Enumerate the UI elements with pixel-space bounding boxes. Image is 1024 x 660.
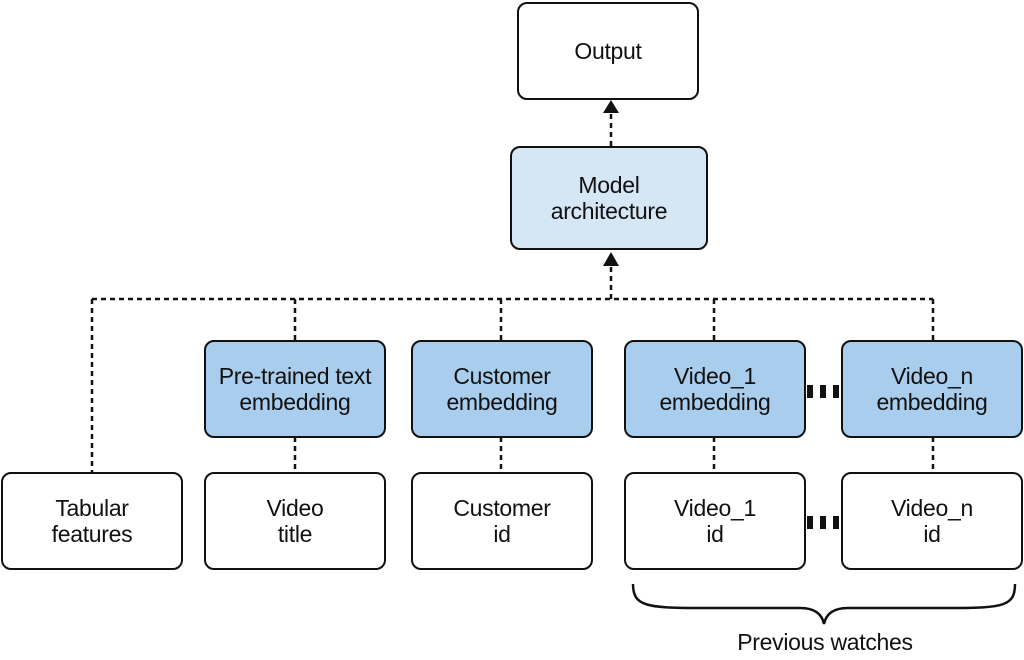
video1-id-line1: Video_1 [674, 495, 756, 521]
video1-id-node: Video_1 id [624, 472, 806, 570]
video1-id-line2: id [706, 521, 724, 547]
video1-embedding-line1: Video_1 [674, 363, 756, 389]
arrowhead-model [603, 252, 619, 266]
model-label-line2: architecture [550, 198, 668, 224]
videon-id-line1: Video_n [891, 495, 973, 521]
tabular-features-node: Tabular features [1, 472, 183, 570]
model-label-line1: Model [578, 172, 640, 198]
tabular-line2: features [51, 521, 133, 547]
text-embedding-line2: embedding [239, 389, 351, 415]
customer-embedding-line1: Customer [453, 363, 551, 389]
brace-previous-watches [631, 583, 1017, 625]
videon-embedding-line1: Video_n [891, 363, 973, 389]
customer-embedding-line2: embedding [446, 389, 558, 415]
video1-embedding-line2: embedding [659, 389, 771, 415]
ellipsis-ids [807, 516, 839, 529]
tabular-line1: Tabular [55, 495, 129, 521]
video-title-line2: title [277, 521, 313, 547]
video-title-node: Video title [204, 472, 386, 570]
video-title-line1: Video [266, 495, 324, 521]
output-node: Output [517, 2, 699, 100]
customer-embedding-node: Customer embedding [411, 340, 593, 438]
videon-embedding-node: Video_n embedding [841, 340, 1023, 438]
videon-id-node: Video_n id [841, 472, 1023, 570]
model-architecture-node: Model architecture [510, 146, 708, 250]
ellipsis-embeddings [807, 385, 839, 398]
videon-embedding-line2: embedding [876, 389, 988, 415]
arrowhead-output [603, 100, 619, 113]
text-embedding-node: Pre-trained text embedding [204, 340, 386, 438]
customer-id-line1: Customer [453, 495, 551, 521]
previous-watches-caption: Previous watches [737, 629, 913, 655]
output-label: Output [574, 38, 642, 64]
videon-id-line2: id [923, 521, 941, 547]
customer-id-line2: id [493, 521, 511, 547]
video1-embedding-node: Video_1 embedding [624, 340, 806, 438]
text-embedding-line1: Pre-trained text [218, 363, 372, 389]
customer-id-node: Customer id [411, 472, 593, 570]
